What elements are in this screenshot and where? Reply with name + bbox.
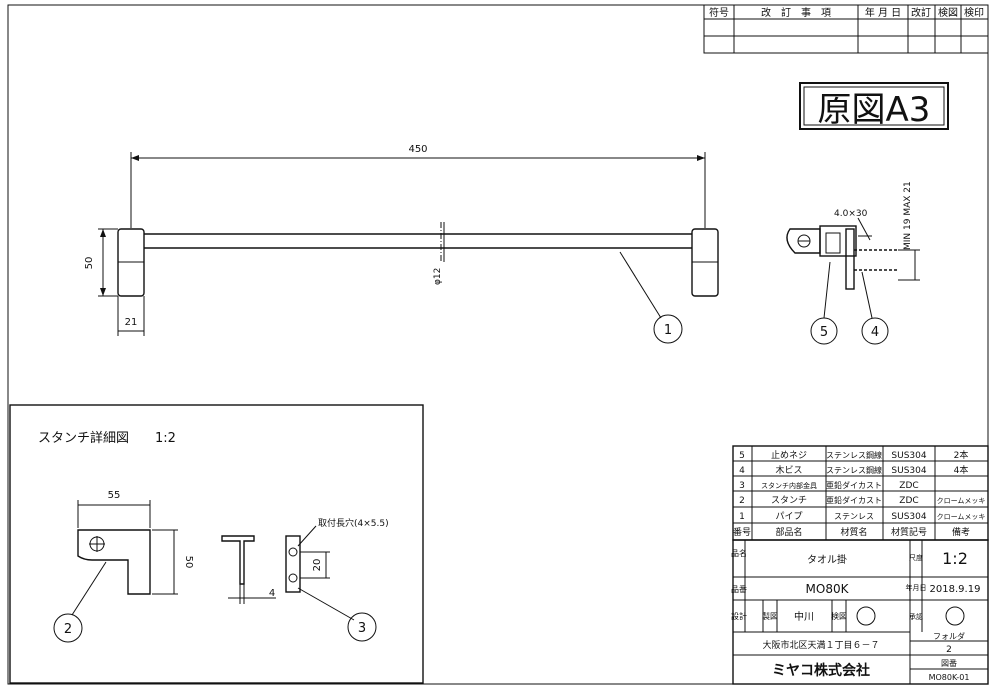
part-spec: ZDC	[899, 496, 918, 506]
company-address: 大阪市北区天満１丁目６－７	[762, 639, 879, 651]
part-material: ステンレス鋼線	[826, 450, 882, 460]
balloon-1	[653, 314, 683, 344]
product-code: MO80K	[806, 582, 850, 596]
overall-length-dim: 450	[408, 144, 427, 155]
part-no: 3	[739, 481, 745, 491]
detail-width-dim: 55	[108, 490, 121, 501]
header-spec: 材質記号	[891, 526, 927, 538]
stanchion-detail: スタンチ詳細図 1:2 55 50 2 4 20	[9, 404, 424, 684]
hole-note: 取付長穴(4×5.5)	[318, 517, 389, 529]
check-label: 検図	[831, 611, 847, 621]
part-no: 1	[739, 512, 745, 522]
detail-thickness-dim: 4	[269, 588, 275, 599]
part-note: クロームメッキ	[937, 513, 986, 521]
original-size-stamp: 原図A3	[799, 82, 949, 130]
rev-header-symbol: 符号	[709, 6, 729, 19]
parts-row-1: 1 パイプ ステンレス SUS304 クロームメッキ	[739, 511, 985, 522]
header-no: 番号	[733, 526, 751, 538]
drawing-no-label: 図番	[941, 658, 957, 668]
header-name: 部品名	[775, 526, 802, 538]
code-label: 品番	[731, 584, 747, 594]
sheet-border	[7, 4, 989, 685]
name-label: 品名	[731, 548, 747, 558]
company-name: ミヤコ株式会社	[772, 662, 870, 679]
part-spec: ZDC	[899, 481, 918, 491]
part-no: 4	[739, 466, 745, 476]
balloon-4-label: 4	[871, 325, 879, 340]
rev-header-date: 年 月 日	[865, 6, 901, 19]
screw-size-label: 4.0×30	[834, 209, 868, 219]
drawing-no: MO80K-01	[929, 673, 970, 682]
balloon-5	[810, 317, 838, 345]
part-material: ステンレス鋼線	[826, 465, 882, 475]
detail-title: スタンチ詳細図	[38, 430, 129, 446]
date-value: 2018.9.19	[930, 584, 981, 595]
rev-header-check: 検図	[938, 6, 958, 19]
balloon-4	[861, 317, 889, 345]
part-no: 5	[739, 451, 745, 461]
scale-value: 1:2	[942, 549, 968, 568]
date-label: 年月日	[906, 583, 927, 592]
pipe-diameter-label: φ12	[433, 268, 443, 285]
header-note: 備考	[952, 526, 970, 538]
header-material: 材質名	[840, 526, 867, 538]
detail-height-dim: 50	[183, 556, 194, 569]
folder-label: フォルダ	[933, 631, 965, 641]
part-name: 止めネジ	[771, 449, 807, 461]
parts-row-5: 5 止めネジ ステンレス鋼線 SUS304 2本	[739, 449, 968, 461]
drawn-by: 中川	[794, 610, 814, 623]
part-no: 2	[739, 496, 745, 506]
balloon-3	[347, 612, 377, 642]
min-max-label: MIN 19 MAX 21	[903, 181, 913, 250]
design-label: 設計	[731, 611, 747, 621]
approve-label: 承認	[909, 612, 923, 621]
detail-scale: 1:2	[155, 431, 176, 446]
drawn-label: 製図	[762, 611, 778, 621]
balloon-1-label: 1	[664, 323, 672, 338]
revision-table: 符号 改 訂 事 項 年 月 日 改訂 検図 検印	[703, 4, 989, 54]
rev-header-items: 改 訂 事 項	[761, 6, 831, 19]
part-name: スタンチ	[771, 495, 807, 506]
part-note: クロームメッキ	[937, 497, 986, 505]
bracket-side-view: 4.0×30 MIN 19 MAX 21 5 4	[786, 181, 920, 345]
part-name: スタンチ内部金具	[761, 481, 817, 490]
stamp-text: 原図A3	[818, 90, 931, 130]
product-name: タオル掛	[807, 553, 847, 566]
towel-bar-front-view: φ12 450 50 21 1	[84, 144, 719, 344]
balloon-3-label: 3	[358, 621, 366, 636]
parts-list: 5 止めネジ ステンレス鋼線 SUS304 2本 4 木ビス ステンレス鋼線 S…	[732, 445, 989, 541]
check-seal	[856, 606, 876, 626]
part-material: 亜鉛ダイカスト	[826, 495, 882, 505]
part-name: パイプ	[775, 511, 802, 522]
balloon-2-label: 2	[64, 622, 72, 637]
part-spec: SUS304	[891, 512, 926, 522]
rev-header-revision: 改訂	[911, 6, 931, 19]
title-block: 品名 タオル掛 品番 MO80K 尺度 1:2 年月日 2018.9.19 設計…	[731, 539, 989, 685]
scale-label: 尺度	[909, 553, 923, 562]
parts-header-row: 番号 部品名 材質名 材質記号 備考	[733, 526, 970, 538]
balloon-2	[53, 613, 83, 643]
detail-pitch-dim: 20	[312, 559, 323, 572]
part-material: 亜鉛ダイカスト	[826, 480, 882, 490]
height-dim: 50	[84, 257, 95, 270]
folder-value: 2	[946, 645, 952, 655]
part-note: 4本	[954, 464, 969, 476]
parts-row-2: 2 スタンチ 亜鉛ダイカスト ZDC クロームメッキ	[739, 495, 985, 506]
part-material: ステンレス	[834, 512, 874, 521]
parts-row-4: 4 木ビス ステンレス鋼線 SUS304 4本	[739, 464, 968, 476]
rev-header-seal: 検印	[964, 6, 984, 19]
part-spec: SUS304	[891, 466, 926, 476]
depth-dim: 21	[125, 317, 138, 328]
approve-seal	[945, 606, 965, 626]
part-note: 2本	[954, 449, 969, 461]
balloon-5-label: 5	[820, 325, 828, 340]
part-spec: SUS304	[891, 451, 926, 461]
part-name: 木ビス	[775, 464, 802, 476]
parts-row-3: 3 スタンチ内部金具 亜鉛ダイカスト ZDC	[739, 480, 919, 491]
